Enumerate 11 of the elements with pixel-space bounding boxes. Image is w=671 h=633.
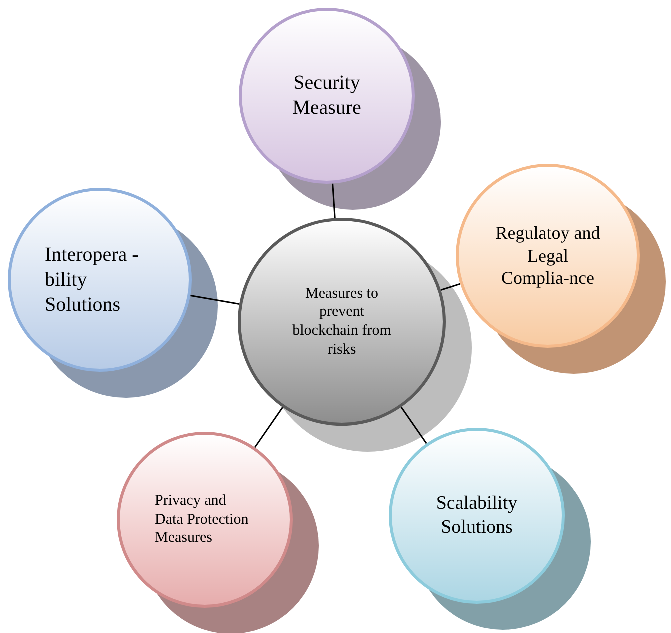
connector-line [332,184,336,218]
node-text: Measures to prevent blockchain from risks [292,284,392,360]
connector-line [254,407,284,448]
node-text: Privacy and Data Protection Measures [155,492,250,548]
connector-line [440,283,461,291]
connector-line [400,406,428,444]
node-text: Regulatoy and Legal Complia-nce [494,222,602,290]
node-text: Interopera -bility Solutions [45,242,140,318]
node-text: Scalability Solutions [435,492,519,540]
node-text: Security Measure [292,71,362,121]
connector-line [190,295,240,305]
